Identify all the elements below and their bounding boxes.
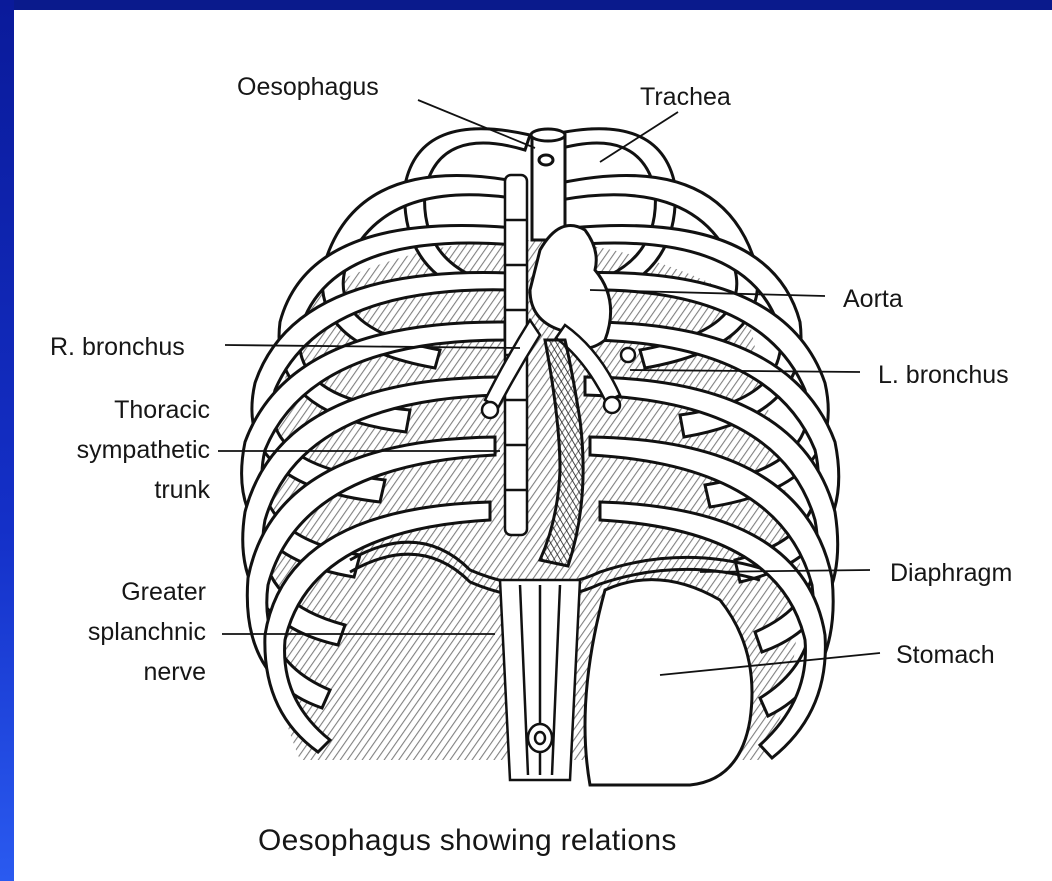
figure-caption: Oesophagus showing relations	[258, 824, 677, 858]
label-stomach: Stomach	[896, 638, 995, 672]
label-trachea: Trachea	[640, 80, 731, 114]
label-aorta: Aorta	[843, 282, 903, 316]
trachea-oesophagus	[531, 129, 565, 240]
label-greater-3: nerve	[40, 655, 206, 689]
crura	[500, 580, 580, 780]
label-greater-2: splanchnic	[30, 615, 206, 649]
label-greater-1: Greater	[40, 575, 206, 609]
label-diaphragm: Diaphragm	[890, 556, 1012, 590]
label-l-bronchus: L. bronchus	[878, 358, 1009, 392]
label-thoracic-3: trunk	[40, 473, 210, 507]
label-thoracic-2: sympathetic	[30, 433, 210, 467]
label-oesophagus: Oesophagus	[237, 70, 379, 104]
stomach	[585, 580, 752, 785]
label-r-bronchus: R. bronchus	[50, 330, 185, 364]
label-thoracic-1: Thoracic	[40, 393, 210, 427]
